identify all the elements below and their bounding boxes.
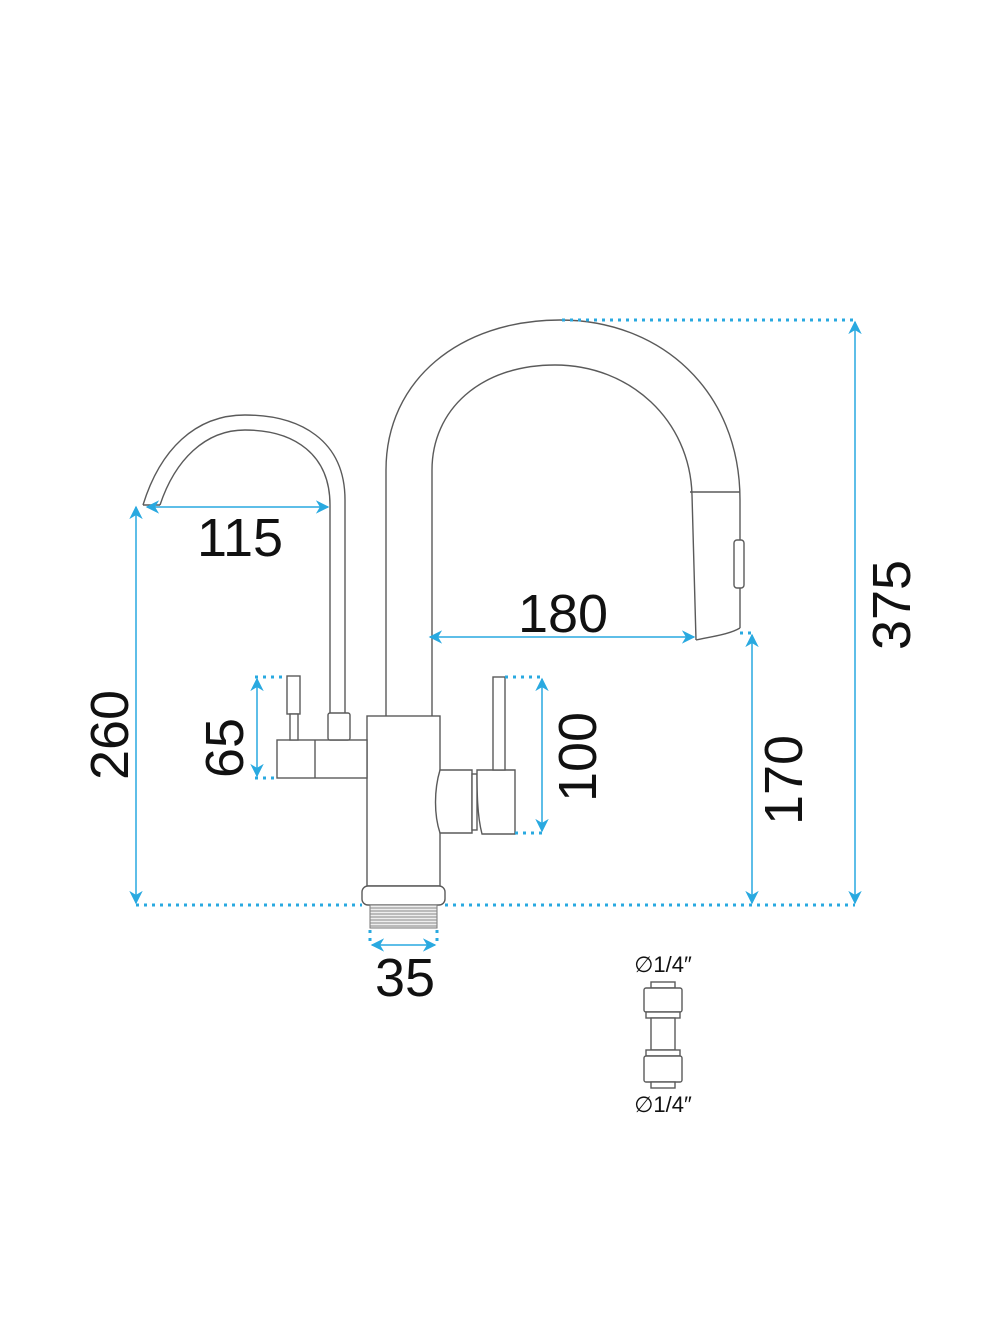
dim-100-label: 100 [548, 712, 608, 802]
dim-115-label: 115 [197, 508, 283, 568]
main-spout [385, 319, 745, 716]
faucet-body [276, 675, 516, 929]
connector-top-label: ∅1/4″ [634, 952, 692, 977]
dim-260-label: 260 [80, 690, 140, 780]
dim-375-label: 375 [862, 560, 922, 650]
thread [369, 904, 438, 929]
connector-bottom-label: ∅1/4″ [634, 1092, 692, 1117]
dim-180-label: 180 [518, 584, 608, 644]
quick-connector: ∅1/4″ ∅1/4″ [634, 952, 692, 1117]
dim-35-label: 35 [375, 948, 435, 1008]
dim-170-label: 170 [754, 735, 814, 825]
extension-lines [136, 318, 855, 945]
dim-65-label: 65 [195, 718, 255, 778]
